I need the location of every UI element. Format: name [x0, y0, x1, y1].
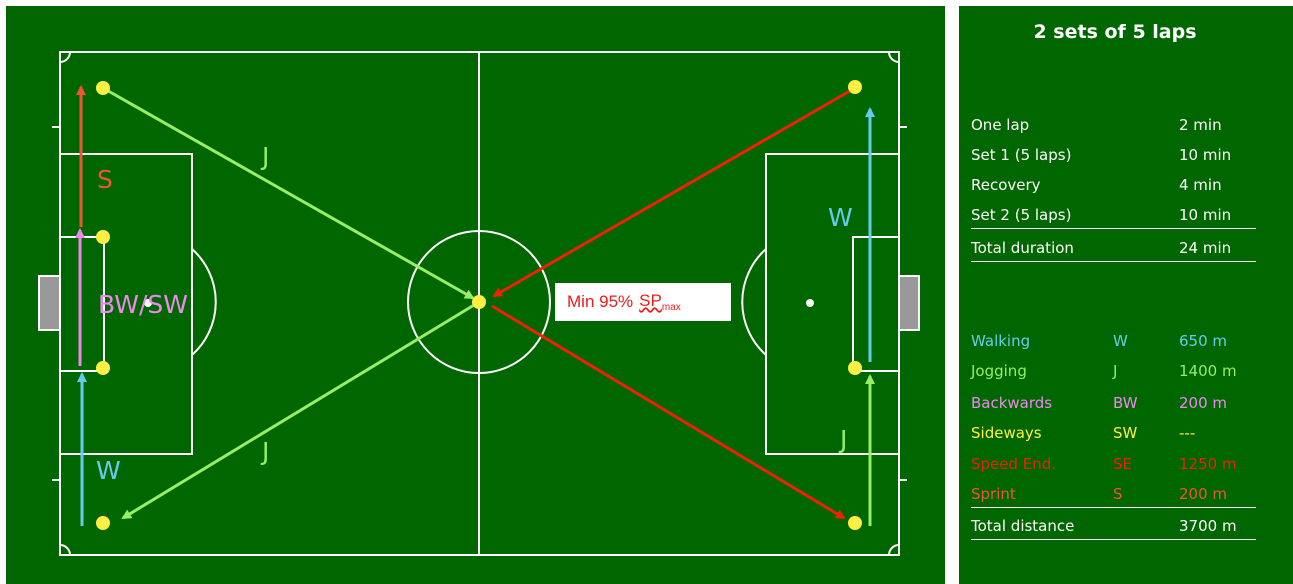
marker-cone	[848, 80, 862, 94]
distance-code: W	[1113, 332, 1128, 350]
total-distance-row: Total distance 3700 m	[971, 509, 1256, 540]
distance-row-sprint: Sprint S 200 m	[971, 477, 1256, 508]
distance-code: BW	[1113, 394, 1138, 412]
callout-prefix: Min 95%	[567, 292, 634, 311]
distance-label: Walking	[971, 332, 1031, 350]
jogging-label-right: J	[840, 425, 848, 454]
time-row-value: 4 min	[1179, 176, 1222, 194]
left-penalty-arc	[191, 248, 217, 356]
time-row-label: Set 1 (5 laps)	[971, 146, 1072, 164]
distance-label: Sprint	[971, 485, 1016, 503]
corner-arc-br	[888, 544, 900, 556]
speed-endurance-route-bottom	[491, 304, 846, 520]
distance-value: 650 m	[1179, 332, 1228, 350]
total-distance-value: 3700 m	[1179, 517, 1237, 535]
jogging-route-bottom	[121, 300, 480, 520]
right-penalty-arc	[741, 248, 767, 356]
time-row: Set 1 (5 laps) 10 min	[971, 138, 1256, 168]
right-goal	[898, 275, 920, 331]
marker-cone	[848, 361, 862, 375]
distance-row-walking: Walking W 650 m	[971, 324, 1256, 354]
distance-code: SE	[1113, 455, 1132, 473]
distance-code: S	[1113, 485, 1123, 503]
corner-arc-tr	[888, 51, 900, 63]
marker-cone	[472, 295, 486, 309]
distance-label: Sideways	[971, 424, 1042, 442]
time-row: Set 2 (5 laps) 10 min	[971, 198, 1256, 229]
total-duration-value: 24 min	[1179, 239, 1232, 257]
backwards-sideways-label: BW/SW	[98, 290, 188, 319]
time-row-label: Set 2 (5 laps)	[971, 206, 1072, 224]
jogging-route-top	[102, 86, 475, 300]
callout-sp-text: SP	[639, 291, 662, 310]
pitch-panel: S BW/SW W W J J J Min 95% SPmax	[6, 6, 945, 584]
distance-row-sideways: Sideways SW ---	[971, 416, 1256, 446]
distance-value: 200 m	[1179, 485, 1228, 503]
time-row-value: 2 min	[1179, 116, 1222, 134]
time-row-value: 10 min	[1179, 146, 1232, 164]
time-row: Recovery 4 min	[971, 168, 1256, 198]
jogging-label-top: J	[262, 142, 270, 171]
time-row-label: Recovery	[971, 176, 1041, 194]
distance-code: SW	[1113, 424, 1138, 442]
panel-title: 2 sets of 5 laps	[1033, 21, 1197, 43]
info-panel: 2 sets of 5 laps One lap 2 min Set 1 (5 …	[959, 6, 1293, 584]
total-duration-row: Total duration 24 min	[971, 231, 1256, 262]
distance-value: 200 m	[1179, 394, 1228, 412]
speed-threshold-callout: Min 95% SPmax	[555, 283, 731, 321]
marker-cone	[848, 516, 862, 530]
jogging-label-bottom: J	[262, 437, 270, 466]
sprint-label: S	[97, 165, 113, 194]
penalty-spot-right	[806, 299, 814, 307]
distance-label: Speed End.	[971, 455, 1057, 473]
distance-value: 1250 m	[1179, 455, 1237, 473]
distance-row-backwards: Backwards BW 200 m	[971, 386, 1256, 416]
penalty-spot-left	[144, 299, 152, 307]
corner-arc-tl	[59, 51, 71, 63]
total-distance-label: Total distance	[971, 517, 1075, 535]
time-row-value: 10 min	[1179, 206, 1232, 224]
corner-arc-bl	[59, 544, 71, 556]
center-circle	[407, 230, 551, 374]
distance-value: ---	[1179, 424, 1196, 442]
right-goal-area	[852, 236, 900, 372]
marker-cone	[96, 81, 110, 95]
marker-cone	[96, 516, 110, 530]
time-row: One lap 2 min	[971, 108, 1256, 138]
right-penalty-box	[765, 153, 900, 455]
marker-cone	[96, 361, 110, 375]
distance-row-speed-endurance: Speed End. SE 1250 m	[971, 447, 1256, 477]
distance-label: Jogging	[971, 362, 1027, 380]
speed-endurance-route-top	[492, 86, 856, 298]
callout-sp: SPmax	[639, 291, 681, 313]
distance-value: 1400 m	[1179, 362, 1237, 380]
distance-label: Backwards	[971, 394, 1053, 412]
left-goal	[38, 275, 61, 331]
walking-label-left: W	[96, 456, 121, 485]
walking-label-right: W	[828, 203, 853, 232]
marker-cone	[96, 230, 110, 244]
callout-sp-subscript: max	[661, 302, 681, 313]
total-duration-label: Total duration	[971, 239, 1074, 257]
pitch-diagram	[38, 51, 920, 556]
distance-row-jogging: Jogging J 1400 m	[971, 354, 1256, 384]
time-row-label: One lap	[971, 116, 1030, 134]
distance-code: J	[1113, 362, 1118, 380]
